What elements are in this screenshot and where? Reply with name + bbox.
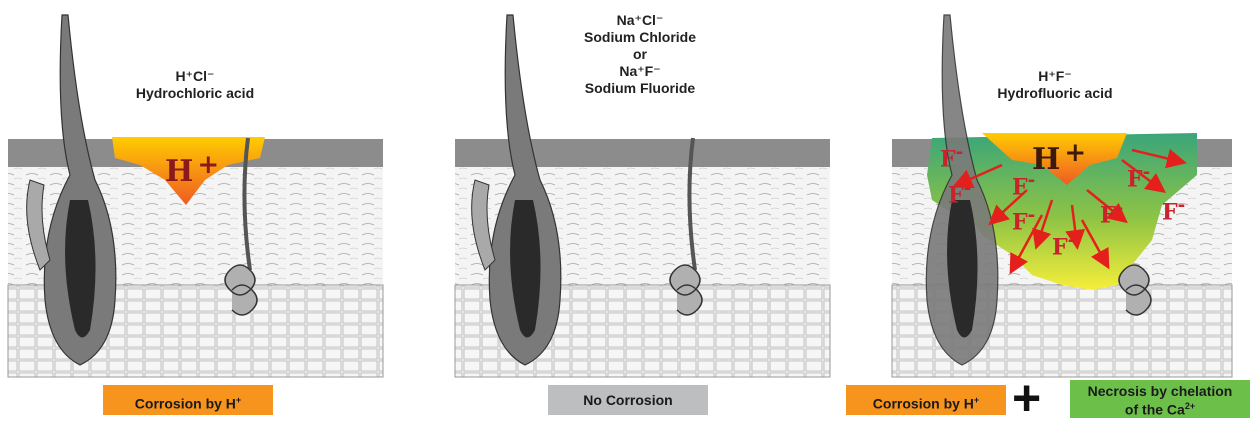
caption-hf: H⁺F⁻ Hydrofluoric acid [980, 68, 1130, 102]
formula-nacl: Na⁺Cl⁻ [570, 12, 710, 29]
name-nacl: Sodium Chloride [570, 29, 710, 46]
name-naf: Sodium Fluoride [570, 80, 710, 97]
name-hf: Hydrofluoric acid [980, 85, 1130, 102]
no-corrosion-bar: No Corrosion [548, 385, 708, 415]
or-text: or [570, 46, 710, 63]
plus-sign: + [1012, 378, 1041, 418]
panel-hydrofluoric-acid: H+ F- F- F- F- F- F- F- F- H⁺F⁻ Hydroflu… [862, 0, 1252, 420]
corrosion-bar-hf: Corrosion by H+ [846, 385, 1006, 415]
skin-diagram-hf [862, 0, 1252, 420]
formula-naf: Na⁺F⁻ [570, 63, 710, 80]
hydrogen-ion-label: H+ [1032, 138, 1086, 177]
skin-diagram-hcl [0, 0, 390, 420]
fluoride-ion-label: F- [1052, 230, 1075, 260]
formula-hcl: H⁺Cl⁻ [130, 68, 260, 85]
caption-hcl: H⁺Cl⁻ Hydrochloric acid [130, 68, 260, 102]
fluoride-ion-label: F- [948, 178, 971, 208]
fluoride-ion-label: F- [1100, 198, 1123, 228]
fluoride-ion-label: F- [940, 142, 963, 172]
panel-sodium-salts: Na⁺Cl⁻ Sodium Chloride or Na⁺F⁻ Sodium F… [445, 0, 835, 420]
name-hcl: Hydrochloric acid [130, 85, 260, 102]
fluoride-ion-label: F- [1012, 170, 1035, 200]
fluoride-ion-label: F- [1162, 195, 1185, 225]
caption-salts: Na⁺Cl⁻ Sodium Chloride or Na⁺F⁻ Sodium F… [570, 12, 710, 97]
formula-hf: H⁺F⁻ [980, 68, 1130, 85]
fluoride-ion-label: F- [1012, 205, 1035, 235]
panel-hydrochloric-acid: H⁺Cl⁻ Hydrochloric acid H+ Corrosion by … [0, 0, 390, 420]
corrosion-bar-hcl: Corrosion by H+ [103, 385, 273, 415]
hydrogen-ion-label: H+ [165, 150, 219, 189]
necrosis-bar: Necrosis by chelation of the Ca2+ [1070, 380, 1250, 418]
fluoride-ion-label: F- [1127, 162, 1150, 192]
